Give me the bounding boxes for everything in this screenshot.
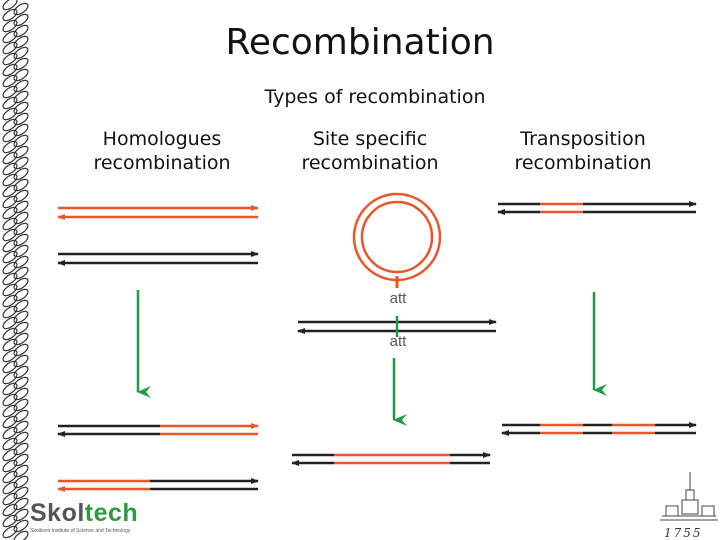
skoltech-logo: Skoltech Skolkovo Institute of Science a… <box>30 499 139 534</box>
column-heading-homologous: Homologues recombination <box>93 128 231 174</box>
page-title: Recombination <box>225 22 495 63</box>
homologous-black-duplex <box>57 251 259 266</box>
att-site-label-plasmid: att <box>390 290 408 307</box>
att-site-label-chromosome: att <box>390 333 408 350</box>
founding-year: 1755 <box>664 526 703 540</box>
column-heading-site-specific: Site specific recombination <box>301 128 439 174</box>
homologous-red-duplex <box>57 205 259 220</box>
chain-border <box>2 0 29 540</box>
site-specific-product <box>291 452 491 466</box>
page-subtitle: Types of recombination <box>264 86 486 108</box>
column-heading-transposition: Transposition recombination <box>514 128 652 174</box>
homologous-product-1 <box>57 423 259 437</box>
university-building-icon <box>660 472 718 521</box>
homologous-product-2 <box>57 478 259 492</box>
transposon-donor-duplex <box>497 201 697 215</box>
transposition-product <box>501 422 697 436</box>
circular-dna <box>352 192 442 288</box>
linear-dna-duplex <box>297 316 497 337</box>
